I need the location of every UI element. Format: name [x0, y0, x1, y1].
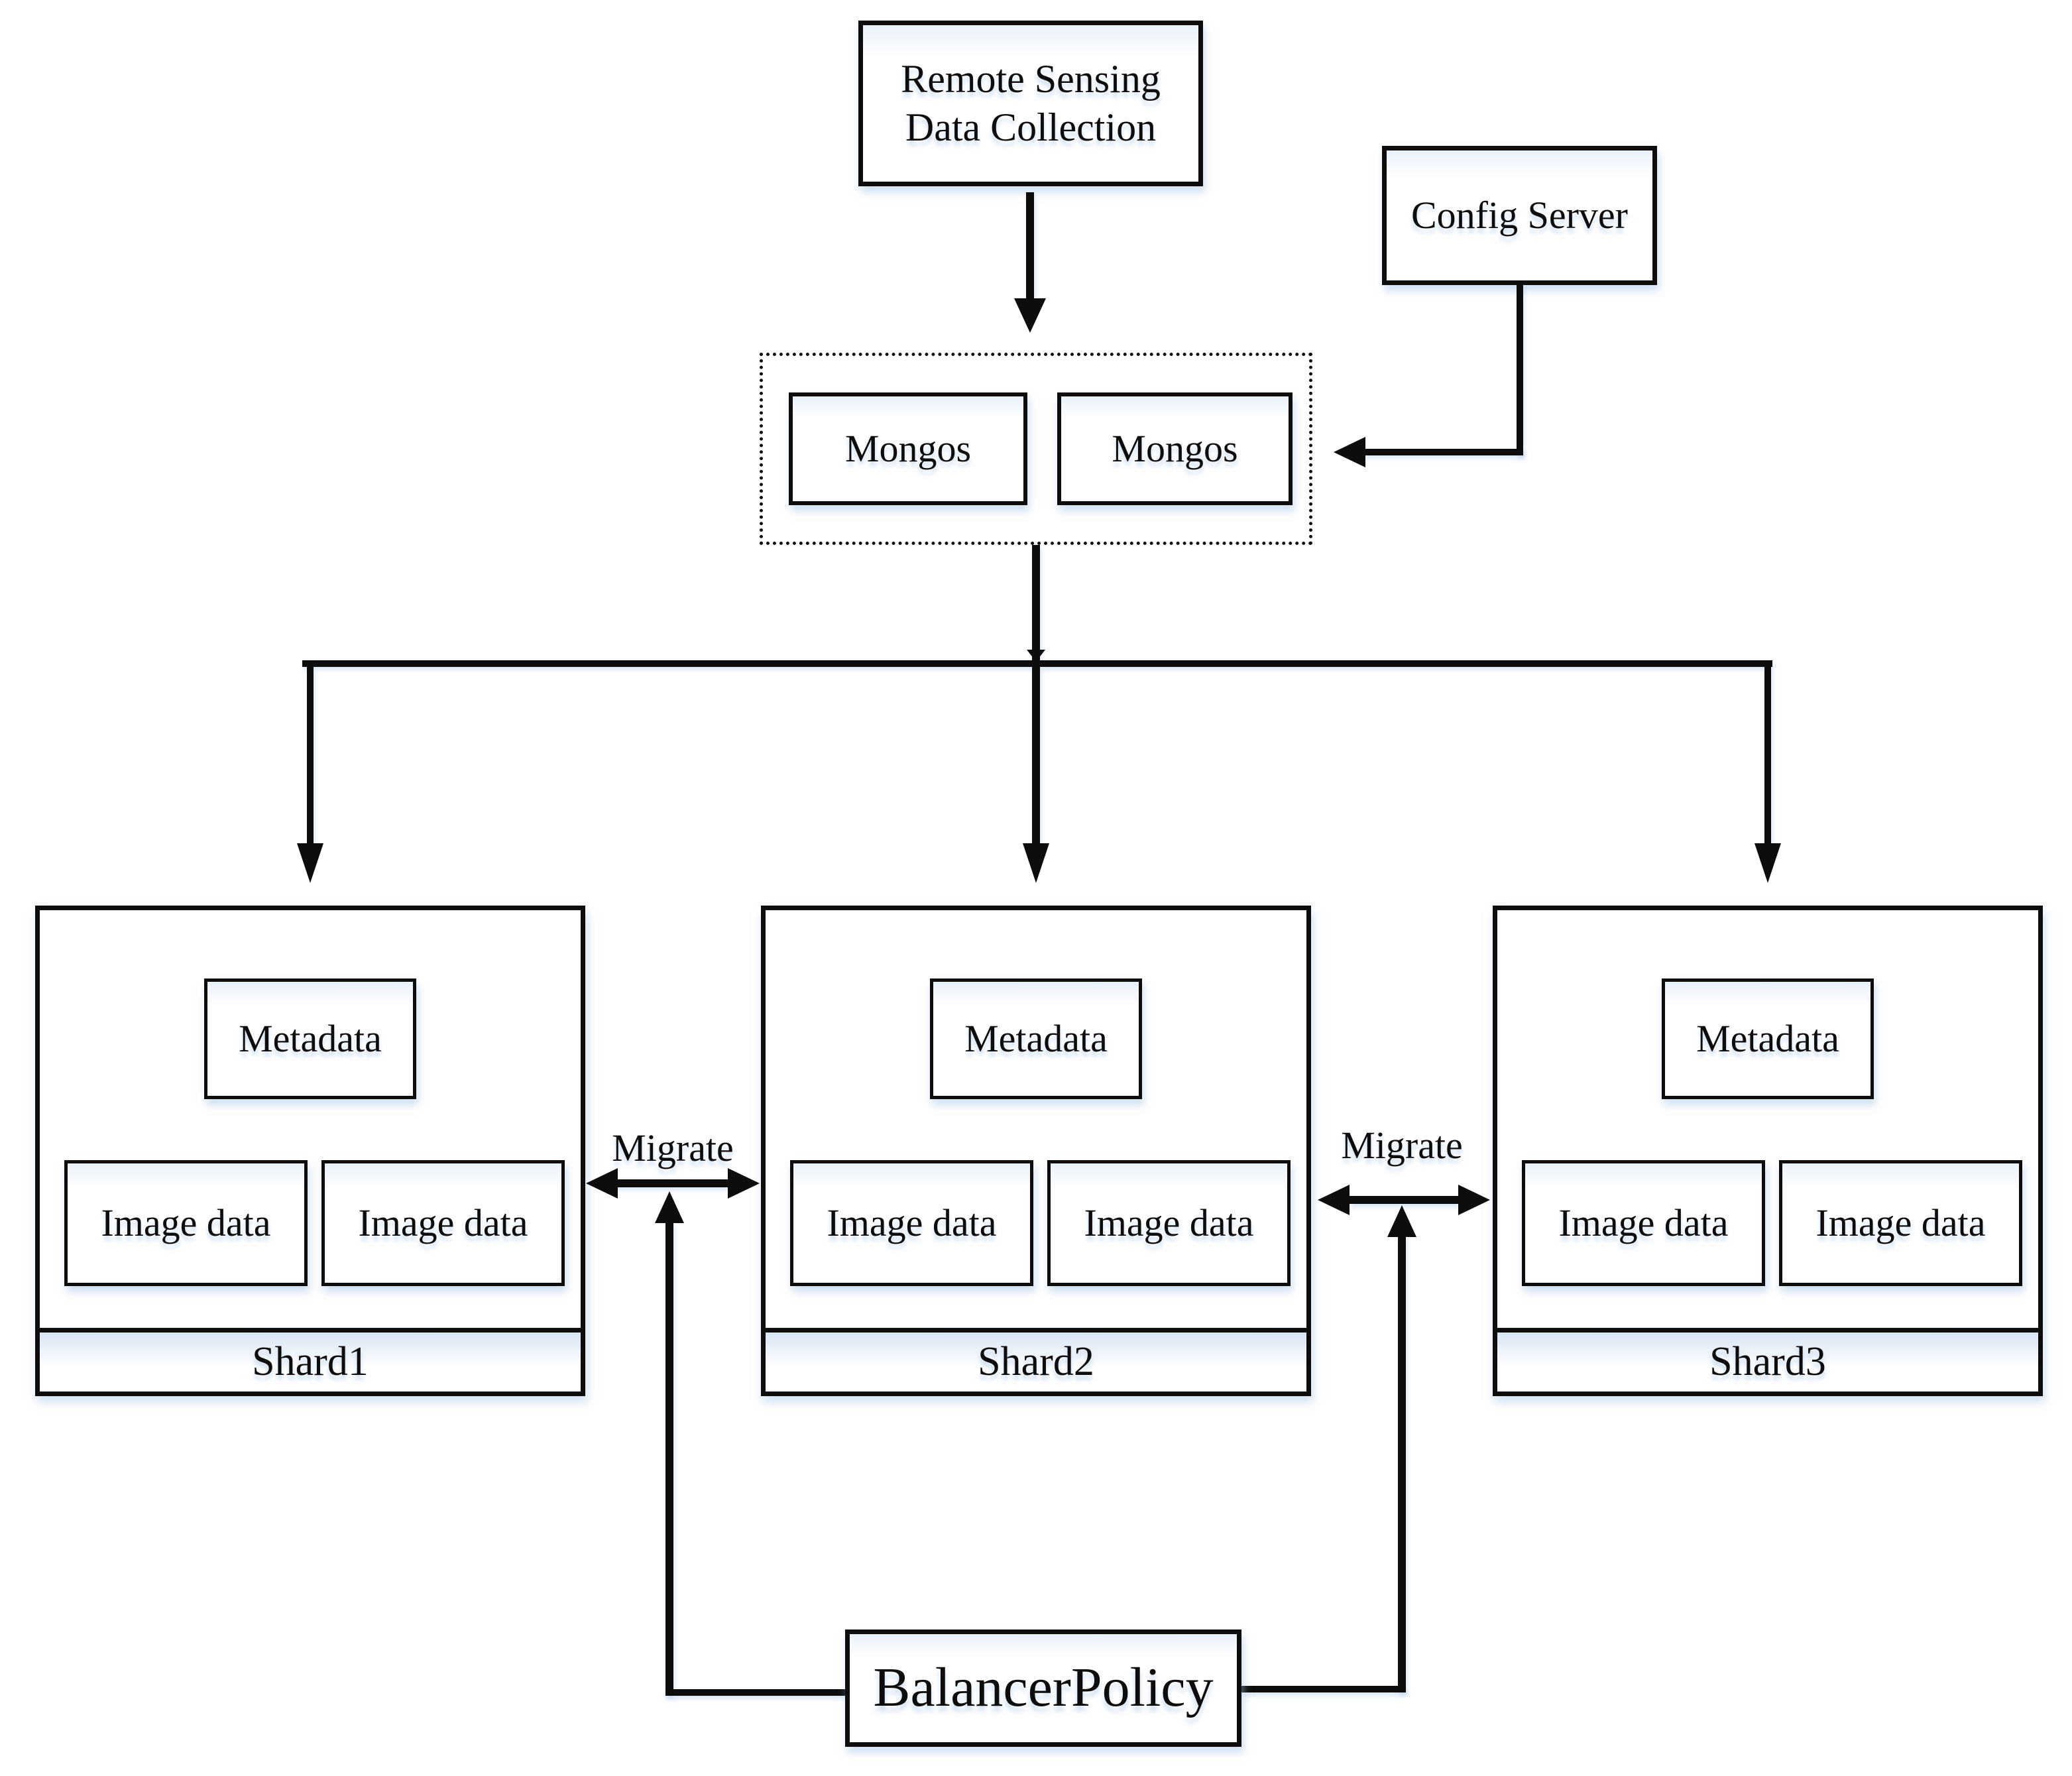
- edge-branch-to-shard2: [1032, 667, 1040, 845]
- migrate-double-arrow-right-shaft: [1350, 1196, 1458, 1204]
- balancer-policy-node: BalancerPolicy: [845, 1629, 1241, 1747]
- shard3-metadata-box: Metadata: [1662, 978, 1874, 1099]
- shard2-image-data-box-2: Image data: [1047, 1160, 1291, 1286]
- arrowhead-up-icon: [655, 1191, 684, 1223]
- edge-balancer-right-horizontal: [1240, 1686, 1406, 1692]
- mongos-router-group: [760, 353, 1312, 545]
- edge-balancer-to-migrate-right-vertical: [1398, 1236, 1406, 1692]
- remote-sensing-data-collection-node: Remote Sensing Data Collection: [858, 21, 1203, 186]
- edge-branch-to-shard3: [1764, 667, 1771, 845]
- shard2-name-strip: Shard2: [766, 1328, 1306, 1391]
- shard1-node: Metadata Image data Image data Shard1: [35, 906, 585, 1396]
- config-server-label: Config Server: [1411, 194, 1628, 237]
- arrowhead-right-icon: [728, 1168, 760, 1199]
- image-data-label: Image data: [358, 1201, 528, 1245]
- edge-config-vertical: [1517, 284, 1523, 455]
- image-data-label: Image data: [1815, 1201, 1986, 1245]
- arrowhead-junction-icon: [1027, 650, 1045, 662]
- edge-balancer-left-horizontal: [665, 1689, 850, 1696]
- shard2-metadata-box: Metadata: [930, 978, 1142, 1099]
- shard1-image-data-box-2: Image data: [321, 1160, 565, 1286]
- mongos-node-1: Mongos: [789, 392, 1027, 505]
- arrowhead-left-icon: [1318, 1185, 1350, 1215]
- arrowhead-left-icon: [586, 1168, 618, 1199]
- branch-horizontal-line: [302, 660, 1772, 667]
- image-data-label: Image data: [1558, 1201, 1729, 1245]
- image-data-label: Image data: [101, 1201, 271, 1245]
- mongos-2-label: Mongos: [1112, 427, 1238, 471]
- arrowhead-down-icon: [297, 843, 323, 883]
- shard1-label: Shard1: [252, 1339, 369, 1385]
- shard3-name-strip: Shard3: [1497, 1328, 2038, 1391]
- remote-sensing-label: Remote Sensing Data Collection: [901, 56, 1161, 149]
- migrate-label-left: Migrate: [612, 1126, 734, 1170]
- shard3-image-data-box-1: Image data: [1522, 1160, 1765, 1286]
- arrowhead-down-icon: [1023, 843, 1049, 883]
- shard1-name-strip: Shard1: [40, 1328, 581, 1391]
- arrowhead-down-icon: [1014, 298, 1046, 333]
- arrowhead-right-icon: [1458, 1185, 1490, 1215]
- image-data-label: Image data: [1084, 1201, 1254, 1245]
- migrate-label-right: Migrate: [1341, 1124, 1463, 1167]
- shard3-node: Metadata Image data Image data Shard3: [1493, 906, 2043, 1396]
- shard3-label: Shard3: [1709, 1339, 1826, 1385]
- shard1-metadata-box: Metadata: [204, 978, 416, 1099]
- arrowhead-down-icon: [1755, 843, 1781, 883]
- edge-balancer-to-migrate-left-vertical: [665, 1222, 673, 1696]
- migrate-double-arrow-left-shaft: [613, 1179, 732, 1187]
- mongos-node-2: Mongos: [1057, 392, 1293, 505]
- edge-mongos-to-branch: [1032, 545, 1040, 662]
- image-data-label: Image data: [827, 1201, 997, 1245]
- metadata-label: Metadata: [1696, 1017, 1839, 1061]
- shard2-node: Metadata Image data Image data Shard2: [761, 906, 1311, 1396]
- shard2-label: Shard2: [978, 1339, 1094, 1385]
- shard2-image-data-box-1: Image data: [790, 1160, 1033, 1286]
- metadata-label: Metadata: [964, 1017, 1108, 1061]
- config-server-node: Config Server: [1382, 146, 1657, 285]
- shard3-image-data-box-2: Image data: [1779, 1160, 2022, 1286]
- shard1-image-data-box-1: Image data: [64, 1160, 308, 1286]
- arrowhead-up-icon: [1387, 1205, 1416, 1237]
- mongos-1-label: Mongos: [844, 427, 972, 471]
- metadata-label: Metadata: [239, 1017, 382, 1061]
- balancer-policy-label: BalancerPolicy: [873, 1657, 1214, 1719]
- edge-branch-to-shard1: [307, 667, 314, 845]
- edge-remote-to-mongos-shaft: [1026, 192, 1034, 300]
- arrowhead-left-icon: [1334, 437, 1365, 467]
- edge-config-horizontal: [1364, 449, 1523, 455]
